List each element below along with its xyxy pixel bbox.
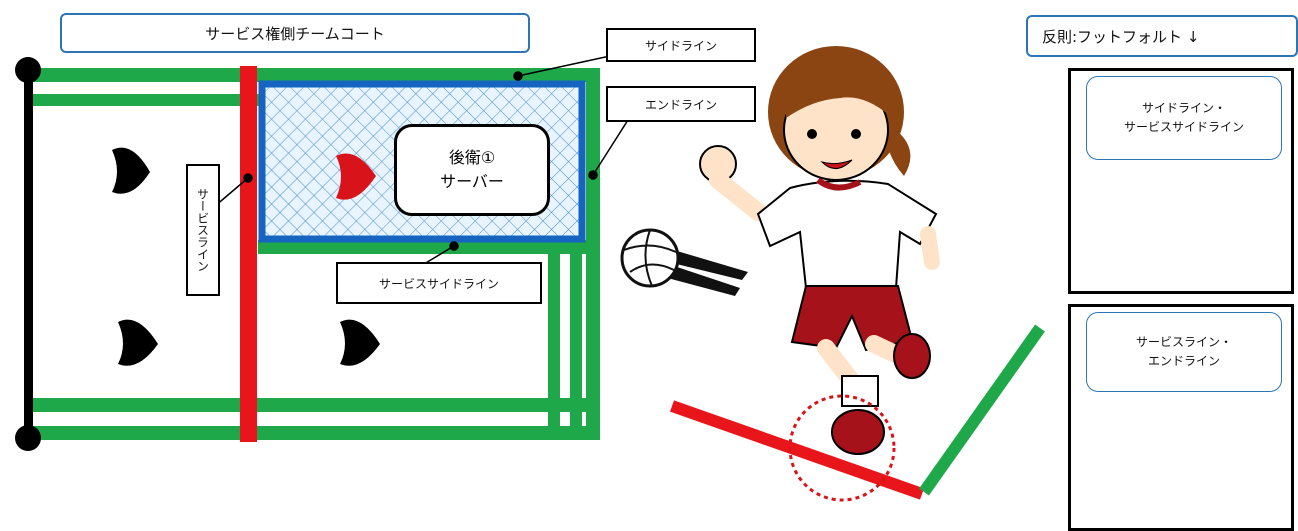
center-service-line	[258, 240, 600, 254]
court-lines	[28, 68, 600, 440]
player-marker-icon	[112, 147, 150, 194]
volleyball-icon	[620, 228, 748, 296]
end-line-label: エンドライン	[606, 86, 756, 122]
net-post-top	[15, 57, 41, 83]
player-marker-icon	[118, 319, 158, 366]
net	[24, 70, 33, 438]
service-side-line-bottom	[28, 398, 600, 412]
server-box: 後衛① サーバー	[394, 124, 550, 216]
fault-panel-1-line2: サービスサイドライン	[1123, 120, 1244, 134]
fault-panel-2-line1: サービスライン・	[1135, 334, 1232, 349]
side-line-label: サイドライン	[606, 28, 756, 62]
foot-fault-side-line	[919, 324, 1045, 496]
player-marker-icon	[112, 147, 380, 366]
fault-panel-2-caption: サービスライン・ エンドライン	[1086, 312, 1282, 392]
page-title: サービス権側チームコート	[60, 13, 530, 53]
server-marker-icon	[336, 153, 376, 200]
foot-fault-service-line	[670, 400, 924, 500]
fault-circle-icon	[788, 394, 896, 502]
side-line-top	[28, 68, 600, 82]
net-post-bottom	[15, 425, 41, 451]
foul-title: 反則:フットフォルト ↓	[1026, 15, 1298, 57]
fault-panel-2-line2: エンドライン	[1147, 354, 1220, 368]
server-position: 後衛①	[448, 148, 496, 167]
service-side-line-label: サービスサイドライン	[336, 262, 542, 304]
fault-panel-1-caption: サイドライン・ サービスサイドライン	[1086, 76, 1282, 160]
service-side-line-top	[28, 94, 260, 106]
service-line-label: サービスライン	[186, 164, 220, 296]
inner-line-2	[570, 248, 582, 440]
service-line	[240, 66, 257, 442]
side-line-bottom	[28, 426, 600, 440]
inner-line-1	[548, 248, 560, 440]
girl-illustration	[699, 46, 940, 455]
player-marker-icon	[340, 319, 380, 366]
server-role: サーバー	[440, 172, 504, 191]
fault-panel-1-line1: サイドライン・	[1141, 100, 1226, 115]
